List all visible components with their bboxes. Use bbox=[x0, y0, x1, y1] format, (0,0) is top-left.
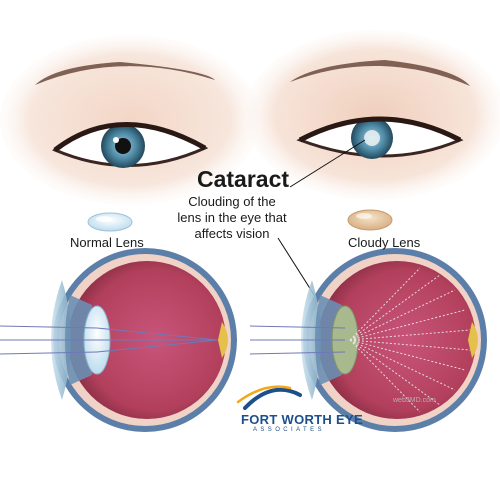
normal-lens-icon bbox=[87, 212, 133, 232]
eyebrow-left bbox=[35, 62, 215, 85]
optic-nerve-left bbox=[218, 322, 228, 358]
normal-lens-label: Normal Lens bbox=[70, 235, 144, 250]
watermark: web3MD.com bbox=[393, 397, 436, 404]
logo-subtitle: ASSOCIATES bbox=[253, 427, 325, 433]
callout-pointer-to-eye bbox=[289, 139, 366, 188]
cataract-description: Clouding of the lens in the eye that aff… bbox=[177, 194, 287, 241]
light-rays-left bbox=[0, 325, 219, 355]
scattered-rays-right bbox=[349, 267, 471, 413]
logo-name: FORT WORTH EYE bbox=[241, 412, 363, 427]
logo-swoosh-icon bbox=[243, 387, 302, 410]
cloudy-lens-label: Cloudy Lens bbox=[348, 235, 421, 250]
normal-eye-photo bbox=[0, 35, 260, 205]
cataract-eye-cross-section bbox=[249, 248, 487, 432]
cloudy-pupil bbox=[364, 130, 380, 146]
cloudy-lens-icon bbox=[347, 209, 393, 231]
normal-eye-cross-section bbox=[0, 248, 237, 432]
cataract-title: Cataract bbox=[197, 166, 290, 192]
incoming-rays-right bbox=[249, 325, 346, 355]
optic-nerve-right bbox=[468, 322, 478, 358]
eyeball-interior-right bbox=[318, 261, 476, 419]
cataract-eye-photo bbox=[245, 30, 500, 200]
pupil-left bbox=[115, 138, 131, 154]
eyebrow-right bbox=[290, 60, 470, 86]
